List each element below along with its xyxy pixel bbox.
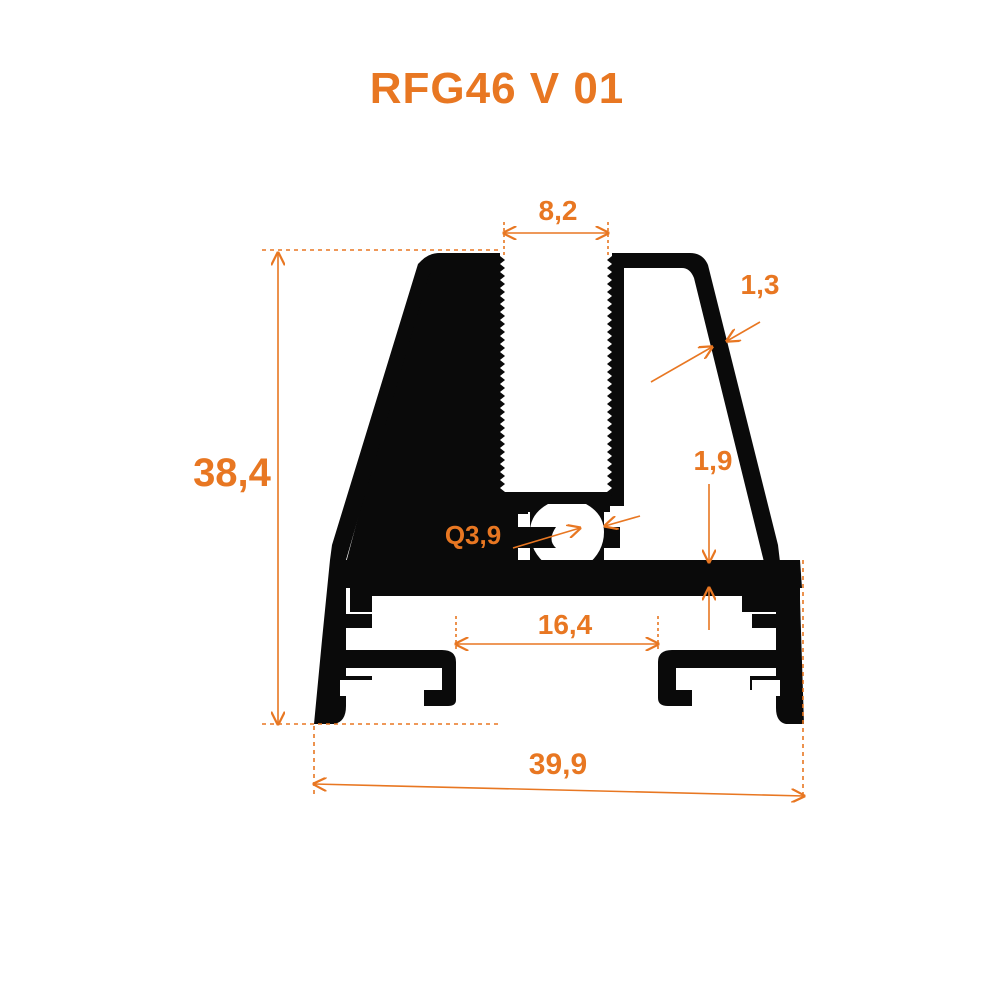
slot-tooth xyxy=(607,312,612,320)
slot-tooth xyxy=(500,448,505,456)
slot-tooth xyxy=(607,288,612,296)
slot-tooth xyxy=(500,312,505,320)
slot-tooth xyxy=(500,440,505,448)
slot-tooth xyxy=(500,288,505,296)
profile-base-plate xyxy=(330,560,802,612)
slot-tooth xyxy=(607,456,612,464)
slot-tooth xyxy=(500,320,505,328)
slot-serrations-right xyxy=(607,256,612,496)
slot-tooth xyxy=(607,352,612,360)
slot-tooth xyxy=(500,272,505,280)
dim-total-width-line xyxy=(314,784,804,796)
slot-tooth xyxy=(607,296,612,304)
slot-tooth xyxy=(500,280,505,288)
slot-tooth xyxy=(500,360,505,368)
slot-tooth xyxy=(500,472,505,480)
slot-tooth xyxy=(607,448,612,456)
slot-tooth xyxy=(500,480,505,488)
dimension-labels: 8,2 1,3 38,4 1,9 Q3,9 16,4 39,9 xyxy=(193,195,779,781)
slot-tooth xyxy=(500,256,505,264)
slot-tooth xyxy=(500,368,505,376)
slot-tooth xyxy=(607,344,612,352)
dim-wall-inner-arrow xyxy=(650,347,712,383)
slot-tooth xyxy=(500,432,505,440)
slot-tooth xyxy=(500,464,505,472)
dimension-lines xyxy=(262,222,804,800)
profile-left-panel xyxy=(330,253,500,560)
dim-label-height: 38,4 xyxy=(193,451,272,495)
dim-channel-left-arrow xyxy=(512,528,580,549)
slot-tooth xyxy=(607,464,612,472)
dim-label-screw-channel: Q3,9 xyxy=(445,520,501,550)
slot-tooth xyxy=(500,376,505,384)
dim-label-total-width: 39,9 xyxy=(529,748,587,781)
dim-label-gap: 1,9 xyxy=(694,445,733,476)
drawing-title: RFG46 V 01 xyxy=(370,64,625,113)
profile-right-foot-cut xyxy=(752,680,780,696)
slot-tooth xyxy=(607,272,612,280)
slot-tooth xyxy=(607,360,612,368)
profile-right-panel xyxy=(612,253,780,562)
slot-tooth xyxy=(607,488,612,496)
profile-left-foot-cut xyxy=(340,680,372,696)
slot-tooth xyxy=(607,424,612,432)
slot-tooth xyxy=(607,400,612,408)
dim-label-slot-width: 8,2 xyxy=(539,195,578,226)
slot-tooth xyxy=(607,472,612,480)
slot-tooth xyxy=(607,432,612,440)
slot-tooth xyxy=(500,336,505,344)
slot-tooth xyxy=(500,456,505,464)
slot-tooth xyxy=(607,320,612,328)
slot-tooth xyxy=(500,344,505,352)
slot-tooth xyxy=(500,304,505,312)
slot-tooth xyxy=(500,352,505,360)
aluminium-profile xyxy=(314,253,804,724)
slot-tooth xyxy=(607,376,612,384)
dim-label-inner-width: 16,4 xyxy=(538,609,593,640)
slot-tooth xyxy=(500,400,505,408)
slot-tooth xyxy=(607,256,612,264)
slot-tooth xyxy=(607,392,612,400)
slot-tooth xyxy=(607,336,612,344)
dim-channel-right-arrow xyxy=(605,515,641,526)
slot-tooth xyxy=(607,264,612,272)
dim-wall-outer-arrow xyxy=(727,321,761,341)
slot-tooth xyxy=(500,392,505,400)
slot-tooth xyxy=(500,416,505,424)
slot-tooth xyxy=(607,328,612,336)
slot-tooth xyxy=(500,328,505,336)
slot-tooth xyxy=(607,280,612,288)
dim-label-wall-thickness: 1,3 xyxy=(741,269,780,300)
slot-tooth xyxy=(607,416,612,424)
profile-slot-bottom xyxy=(492,492,624,566)
slot-tooth xyxy=(500,264,505,272)
slot-serrations-left xyxy=(500,256,505,496)
slot-tooth xyxy=(500,296,505,304)
slot-tooth xyxy=(607,384,612,392)
slot-tooth xyxy=(500,384,505,392)
slot-tooth xyxy=(607,440,612,448)
profile-outer-left-wall xyxy=(346,253,556,563)
slot-tooth xyxy=(607,304,612,312)
slot-tooth xyxy=(500,488,505,496)
slot-tooth xyxy=(607,408,612,416)
slot-tooth xyxy=(607,368,612,376)
slot-tooth xyxy=(607,480,612,488)
slot-tooth xyxy=(500,408,505,416)
slot-tooth xyxy=(500,424,505,432)
